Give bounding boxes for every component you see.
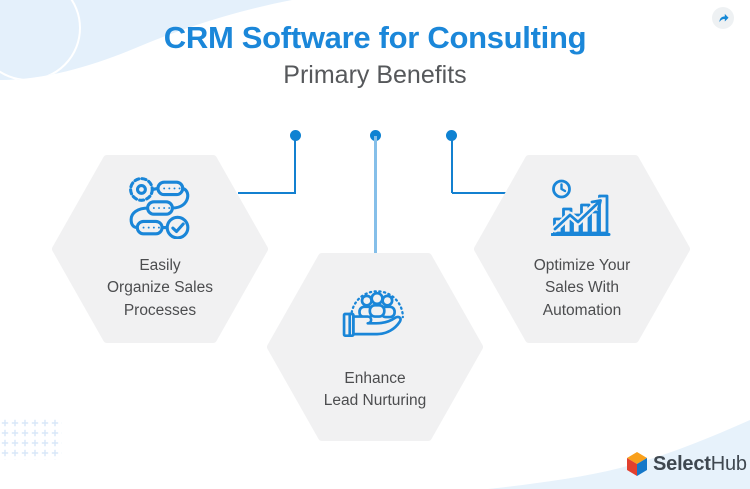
benefit-label: Enhance Lead Nurturing bbox=[323, 370, 427, 410]
selecthub-wordmark: SelectHub bbox=[653, 453, 747, 476]
benefit-hexagon-lead-nurturing: Enhance Lead Nurturing bbox=[267, 253, 483, 441]
hexagon-shape bbox=[52, 155, 268, 343]
connector-line-left-horizontal bbox=[238, 192, 296, 194]
share-arrow-icon bbox=[718, 13, 729, 22]
share-button[interactable] bbox=[712, 7, 734, 29]
brand-light: Hub bbox=[710, 452, 747, 475]
benefit-hexagon-organize-sales: Easily Organize Sales Processes bbox=[52, 155, 268, 343]
sales-automation-icon bbox=[551, 179, 611, 236]
connector-dot-left bbox=[290, 130, 301, 141]
hexagon-shape bbox=[267, 253, 483, 441]
connector-line-right-vertical bbox=[451, 136, 453, 193]
brand-bold: Select bbox=[653, 452, 711, 475]
hexagon-shape bbox=[474, 155, 690, 343]
sales-process-icon bbox=[129, 177, 190, 239]
page-subtitle: Primary Benefits bbox=[283, 61, 467, 89]
connector-dot-center bbox=[370, 130, 381, 141]
benefit-label: Easily Organize Sales Processes bbox=[107, 257, 213, 319]
header: CRM Software for Consulting Primary Bene… bbox=[0, 20, 750, 90]
selecthub-cube-icon bbox=[627, 452, 647, 476]
connector-line-right-horizontal bbox=[452, 192, 510, 194]
plus-grid-pattern bbox=[0, 418, 62, 460]
page-title: CRM Software for Consulting bbox=[163, 20, 587, 55]
connector-dot-right bbox=[446, 130, 457, 141]
connector-line-left-vertical bbox=[294, 136, 296, 193]
selecthub-logo[interactable]: SelectHub bbox=[626, 452, 747, 476]
lead-nurturing-icon bbox=[342, 290, 404, 337]
connector-line-center-vertical bbox=[374, 136, 377, 254]
benefit-hexagon-sales-automation: Optimize Your Sales With Automation bbox=[474, 155, 690, 343]
benefit-label: Optimize Your Sales With Automation bbox=[533, 257, 631, 319]
